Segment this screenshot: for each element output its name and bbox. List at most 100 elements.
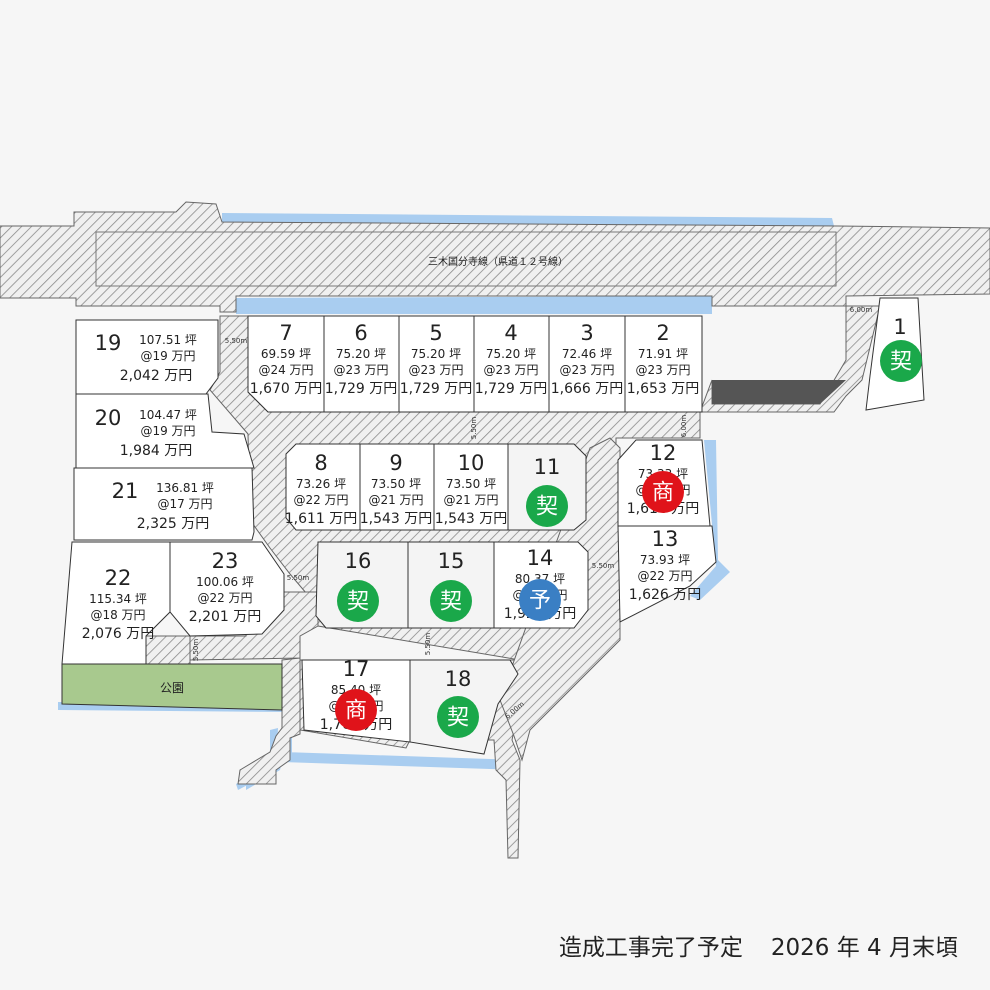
- lot-21-unit-price: @17 万円: [157, 497, 212, 511]
- lot-16-number: 16: [345, 549, 372, 573]
- lot-10-unit-price: @21 万円: [443, 493, 498, 507]
- lot-21-shape[interactable]: [73, 467, 255, 541]
- lot-10-number: 10: [458, 451, 485, 475]
- lot-7-shape[interactable]: [247, 315, 325, 413]
- lot-10-area: 73.50 坪: [446, 477, 496, 491]
- lot-17-number: 17: [343, 657, 370, 681]
- lot-2-shape[interactable]: [624, 315, 703, 413]
- lot-12-status-badge: [642, 471, 684, 513]
- lot-22-area: 115.34 坪: [89, 592, 147, 606]
- lot-13-area: 73.93 坪: [640, 553, 690, 567]
- lot-6-price: 1,729 万円: [325, 381, 398, 397]
- road-width-label: 5.50m: [287, 574, 310, 582]
- lot-4-shape[interactable]: [473, 315, 550, 413]
- lot-20-area: 104.47 坪: [139, 408, 197, 422]
- lot-14-status-text: 予: [529, 589, 551, 614]
- lot-13-number: 13: [652, 527, 679, 551]
- lot-11-number: 11: [534, 455, 561, 479]
- lot-5-shape[interactable]: [398, 315, 475, 413]
- lot-3-number: 3: [580, 321, 593, 345]
- lot-20-unit-price: @19 万円: [140, 424, 195, 438]
- lot-23-number: 23: [212, 549, 239, 573]
- lot-15-number: 15: [438, 549, 465, 573]
- lot-5-unit-price: @23 万円: [408, 363, 463, 377]
- completion-label: 造成工事完了予定: [558, 935, 743, 961]
- lot-19-unit-price: @19 万円: [140, 349, 195, 363]
- lot-12-status-text: 商: [652, 481, 674, 506]
- lot-17-status-badge: [335, 689, 377, 731]
- lot-21-price: 2,325 万円: [137, 516, 210, 532]
- lot-3-price: 1,666 万円: [551, 381, 624, 397]
- lot-2-number: 2: [656, 321, 669, 345]
- lot-2-price: 1,653 万円: [627, 381, 700, 397]
- lot-4-number: 4: [504, 321, 517, 345]
- lot-9-price: 1,543 万円: [360, 511, 433, 527]
- lot-1-status-badge: [880, 340, 922, 382]
- road-width-label: 6.00m: [850, 306, 873, 314]
- lot-23-unit-price: @22 万円: [197, 591, 252, 605]
- lot-10-price: 1,543 万円: [435, 511, 508, 527]
- lot-7-area: 69.59 坪: [261, 347, 311, 361]
- lot-13-shape[interactable]: [617, 525, 717, 623]
- lot-16-status-text: 契: [347, 590, 369, 615]
- lot-12-number: 12: [650, 441, 677, 465]
- lot-1-number: 1: [893, 315, 906, 339]
- lot-19-number: 19: [95, 331, 122, 355]
- road-width-label: 5.50m: [470, 417, 478, 440]
- completion-date: 2026 年 4 月末頃: [770, 935, 958, 961]
- lot-11-status-badge: [526, 485, 568, 527]
- road-width-label: 6.00m: [680, 415, 688, 438]
- road-name: 三木国分寺線（県道１２号線）: [428, 255, 568, 268]
- lot-5-number: 5: [429, 321, 442, 345]
- road-width-label: 5.50m: [192, 639, 200, 662]
- lot-20-price: 1,984 万円: [120, 443, 193, 459]
- lot-23-area: 100.06 坪: [196, 575, 254, 589]
- lot-2-unit-price: @23 万円: [635, 363, 690, 377]
- lot-19-area: 107.51 坪: [139, 333, 197, 347]
- lot-11-status-text: 契: [536, 495, 558, 520]
- road-width-label: 5.50m: [592, 562, 615, 570]
- lot-23-price: 2,201 万円: [189, 609, 262, 625]
- lot-21-area: 136.81 坪: [156, 481, 214, 495]
- park: [61, 663, 283, 711]
- lot-9-shape[interactable]: [359, 443, 435, 531]
- lot-7-number: 7: [279, 321, 292, 345]
- lot-2-area: 71.91 坪: [638, 347, 688, 361]
- lot-18-status-badge: [437, 696, 479, 738]
- road-width-label: 5.50m: [225, 337, 248, 345]
- lot-5-area: 75.20 坪: [411, 347, 461, 361]
- lot-16-status-badge: [337, 580, 379, 622]
- lot-8-area: 73.26 坪: [296, 477, 346, 491]
- lot-3-unit-price: @23 万円: [559, 363, 614, 377]
- driveway: [712, 380, 846, 404]
- lot-17-status-text: 商: [345, 699, 367, 724]
- lot-14-number: 14: [527, 546, 554, 570]
- lot-8-price: 1,611 万円: [285, 511, 358, 527]
- lot-10-shape[interactable]: [433, 443, 509, 531]
- road-width-label: 5.50m: [424, 633, 432, 656]
- lot-4-area: 75.20 坪: [486, 347, 536, 361]
- lot-13-unit-price: @22 万円: [637, 569, 692, 583]
- lots: [61, 297, 925, 755]
- lot-19-price: 2,042 万円: [120, 368, 193, 384]
- lot-19-shape[interactable]: [75, 319, 219, 395]
- lot-14-status-badge: [519, 579, 561, 621]
- lot-22-number: 22: [105, 566, 132, 590]
- lot-9-unit-price: @21 万円: [368, 493, 423, 507]
- lot-6-area: 75.20 坪: [336, 347, 386, 361]
- lot-21-number: 21: [112, 479, 139, 503]
- lot-3-area: 72.46 坪: [562, 347, 612, 361]
- lot-9-number: 9: [389, 451, 402, 475]
- lot-5-price: 1,729 万円: [400, 381, 473, 397]
- lot-23-shape[interactable]: [169, 541, 285, 637]
- lot-18-number: 18: [445, 667, 472, 691]
- lot-3-shape[interactable]: [548, 315, 626, 413]
- lot-15-status-text: 契: [440, 590, 462, 615]
- lot-8-number: 8: [314, 451, 327, 475]
- lot-6-shape[interactable]: [323, 315, 400, 413]
- lot-1-status-text: 契: [890, 350, 912, 375]
- lot-4-unit-price: @23 万円: [483, 363, 538, 377]
- lot-13-price: 1,626 万円: [629, 587, 702, 603]
- prefectural-road: [0, 201, 990, 313]
